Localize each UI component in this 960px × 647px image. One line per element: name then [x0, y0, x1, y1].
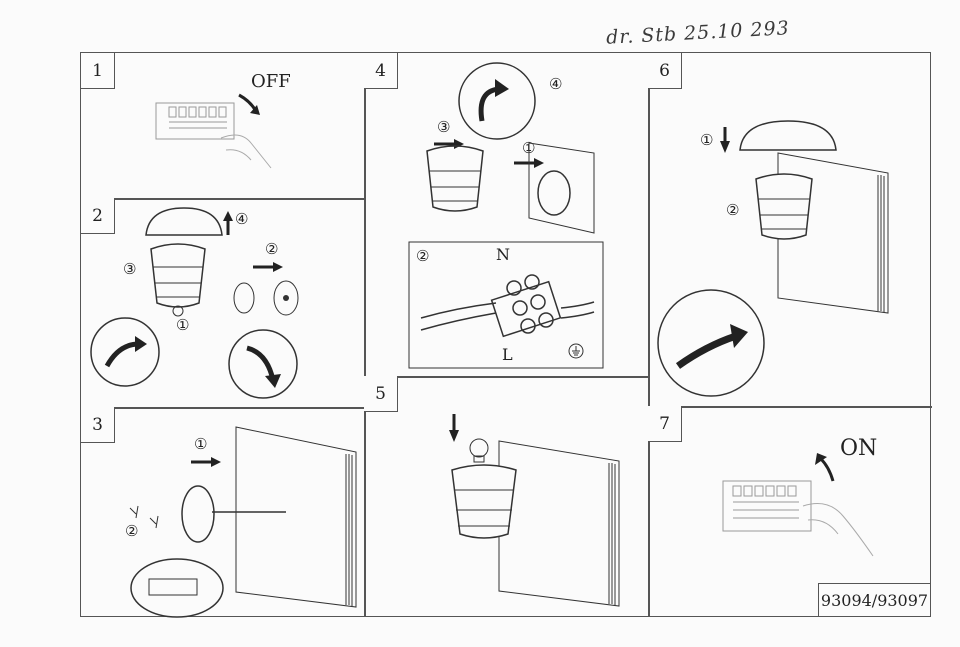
callout-2: ②	[726, 201, 740, 219]
callout-4: ④	[549, 75, 563, 93]
detail-circle-screw-icon	[458, 62, 536, 140]
fuse-box-icon	[722, 480, 812, 532]
wall-icon	[498, 440, 620, 607]
step-7-number: 7	[648, 406, 682, 442]
callout-4: ④	[235, 210, 249, 228]
lamp-icon	[426, 145, 484, 212]
arrow-icon	[720, 127, 730, 153]
wall-icon	[777, 152, 889, 314]
instruction-sheet: 1 OFF 2 ④ ③	[80, 52, 932, 618]
step-5-panel: 5	[364, 376, 648, 616]
callout-1: ①	[194, 435, 208, 453]
arrow-icon	[223, 211, 233, 235]
wall-icon	[235, 426, 357, 608]
hand-icon	[220, 134, 272, 169]
hand-icon	[802, 503, 874, 557]
lamp-icon	[451, 464, 517, 539]
mounting-plate-icon	[181, 485, 286, 543]
off-label: OFF	[251, 71, 291, 92]
step-7-panel: 7 ON	[648, 406, 932, 616]
step-2-panel: 2 ④ ③ ② ①	[81, 198, 364, 407]
detail-circle-right-icon	[228, 329, 298, 399]
lamp-cover-icon	[739, 120, 837, 151]
step-2-number: 2	[81, 198, 115, 234]
fuse-box-icon	[155, 102, 235, 140]
callout-2: ②	[125, 522, 139, 540]
lamp-icon	[150, 243, 206, 317]
step-4-panel: 4 ④ ③ ① ② N L	[364, 53, 648, 376]
step-6-panel: 6 ① ②	[648, 53, 932, 406]
handwritten-note: dr. Stb 25.10 293	[605, 17, 791, 49]
step-6-number: 6	[648, 53, 682, 89]
on-label: ON	[840, 436, 878, 461]
arrow-icon	[238, 93, 260, 115]
step-3-number: 3	[81, 407, 115, 443]
terminal-block-icon	[420, 274, 595, 338]
model-number: 93094/93097	[818, 583, 931, 617]
divider-row-c2	[364, 376, 648, 378]
callout-2: ②	[416, 247, 430, 265]
arrow-icon	[815, 453, 835, 482]
bulb-icon	[469, 438, 489, 463]
callout-3: ③	[437, 118, 451, 136]
neutral-label: N	[496, 245, 510, 264]
wall-plate-icon	[528, 142, 595, 234]
detail-circle-drill-icon	[130, 558, 224, 618]
arrow-icon	[514, 158, 544, 168]
arrow-icon	[253, 262, 283, 272]
step-4-number: 4	[364, 53, 398, 89]
wall-plug-icon	[233, 280, 299, 316]
arrow-icon	[191, 457, 221, 467]
step-5-number: 5	[364, 376, 398, 412]
ground-symbol-icon	[568, 343, 584, 359]
divider-col-1	[364, 53, 366, 616]
detail-circle-clip-icon	[657, 289, 765, 397]
screw-icon	[129, 505, 159, 529]
lamp-cover-icon	[145, 207, 223, 236]
divider-row-c1-a	[81, 198, 364, 200]
callout-2: ②	[265, 240, 279, 258]
divider-col-2	[648, 53, 650, 616]
step-1-panel: 1 OFF	[81, 53, 364, 198]
callout-3: ③	[123, 260, 137, 278]
divider-row-c1-b	[81, 407, 364, 409]
callout-1: ①	[700, 131, 714, 149]
detail-circle-left-icon	[90, 317, 160, 387]
lamp-icon	[755, 173, 813, 240]
arrow-icon	[449, 414, 459, 442]
step-1-number: 1	[81, 53, 115, 89]
step-3-panel: 3 ① ②	[81, 407, 364, 618]
live-label: L	[502, 345, 513, 364]
callout-1: ①	[176, 316, 190, 334]
divider-row-c3	[648, 406, 932, 408]
